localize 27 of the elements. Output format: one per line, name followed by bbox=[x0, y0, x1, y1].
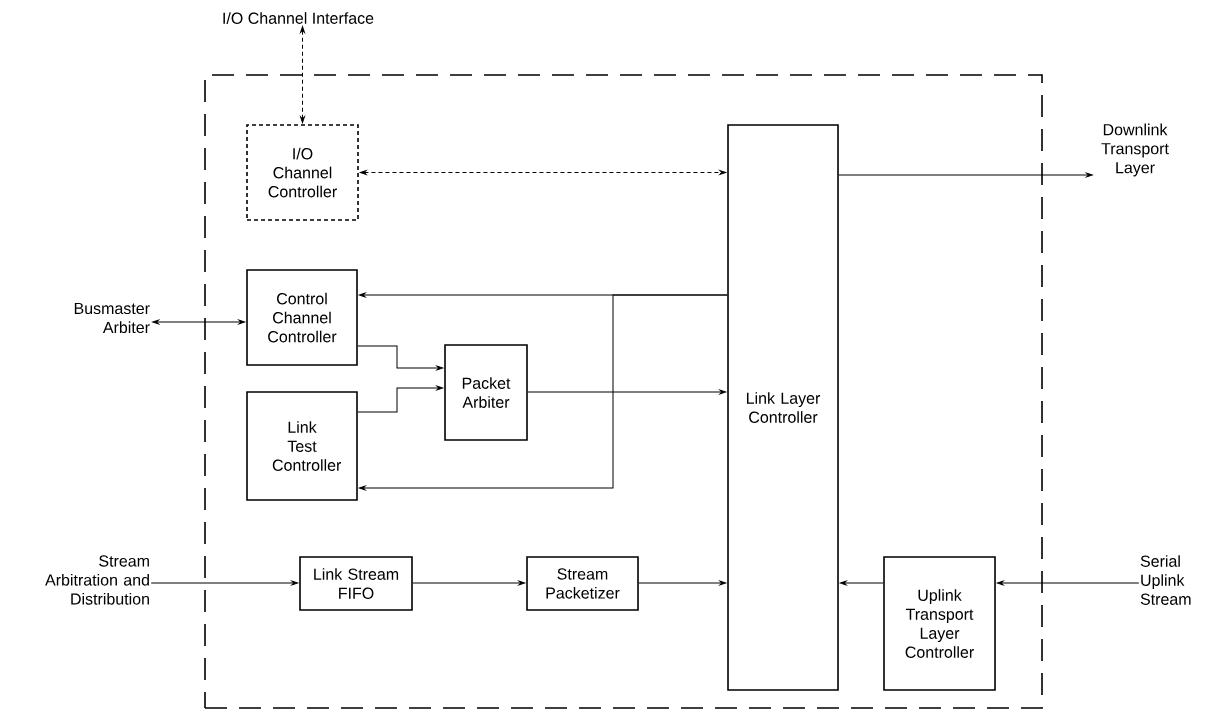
block-box: Stream Packetizer bbox=[526, 556, 639, 611]
arrow bbox=[412, 580, 526, 586]
arrow bbox=[357, 345, 444, 371]
block-box: Packet Arbiter bbox=[444, 344, 528, 441]
interface-label: Serial Uplink Stream bbox=[1140, 555, 1191, 605]
arrow bbox=[838, 172, 1093, 178]
block-box: Link Layer Controller bbox=[727, 124, 839, 691]
arrow bbox=[359, 170, 727, 175]
arrow bbox=[300, 26, 305, 124]
interface-label: Downlink Transport Layer bbox=[1101, 123, 1169, 177]
block-box: Link Test Controller bbox=[246, 391, 358, 501]
block-box: Uplink Transport Layer Controller bbox=[883, 556, 996, 691]
interface-label: Stream Arbitration and Distribution bbox=[45, 555, 149, 605]
block-box: Control Channel Controller bbox=[246, 269, 358, 366]
arrow bbox=[358, 294, 728, 491]
interface-label: I/O Channel Interface bbox=[223, 12, 374, 24]
arrow bbox=[839, 580, 884, 586]
arrow bbox=[152, 319, 246, 325]
block-box: Link Stream FIFO bbox=[299, 556, 413, 611]
arrow bbox=[150, 580, 299, 586]
arrow bbox=[527, 389, 727, 395]
arrow bbox=[638, 580, 727, 586]
interface-label: Busmaster Arbiter bbox=[74, 302, 150, 334]
arrow bbox=[996, 580, 1140, 586]
boundary-box bbox=[204, 74, 1043, 709]
block-box: I/O Channel Controller bbox=[246, 124, 359, 221]
arrow bbox=[357, 385, 444, 413]
